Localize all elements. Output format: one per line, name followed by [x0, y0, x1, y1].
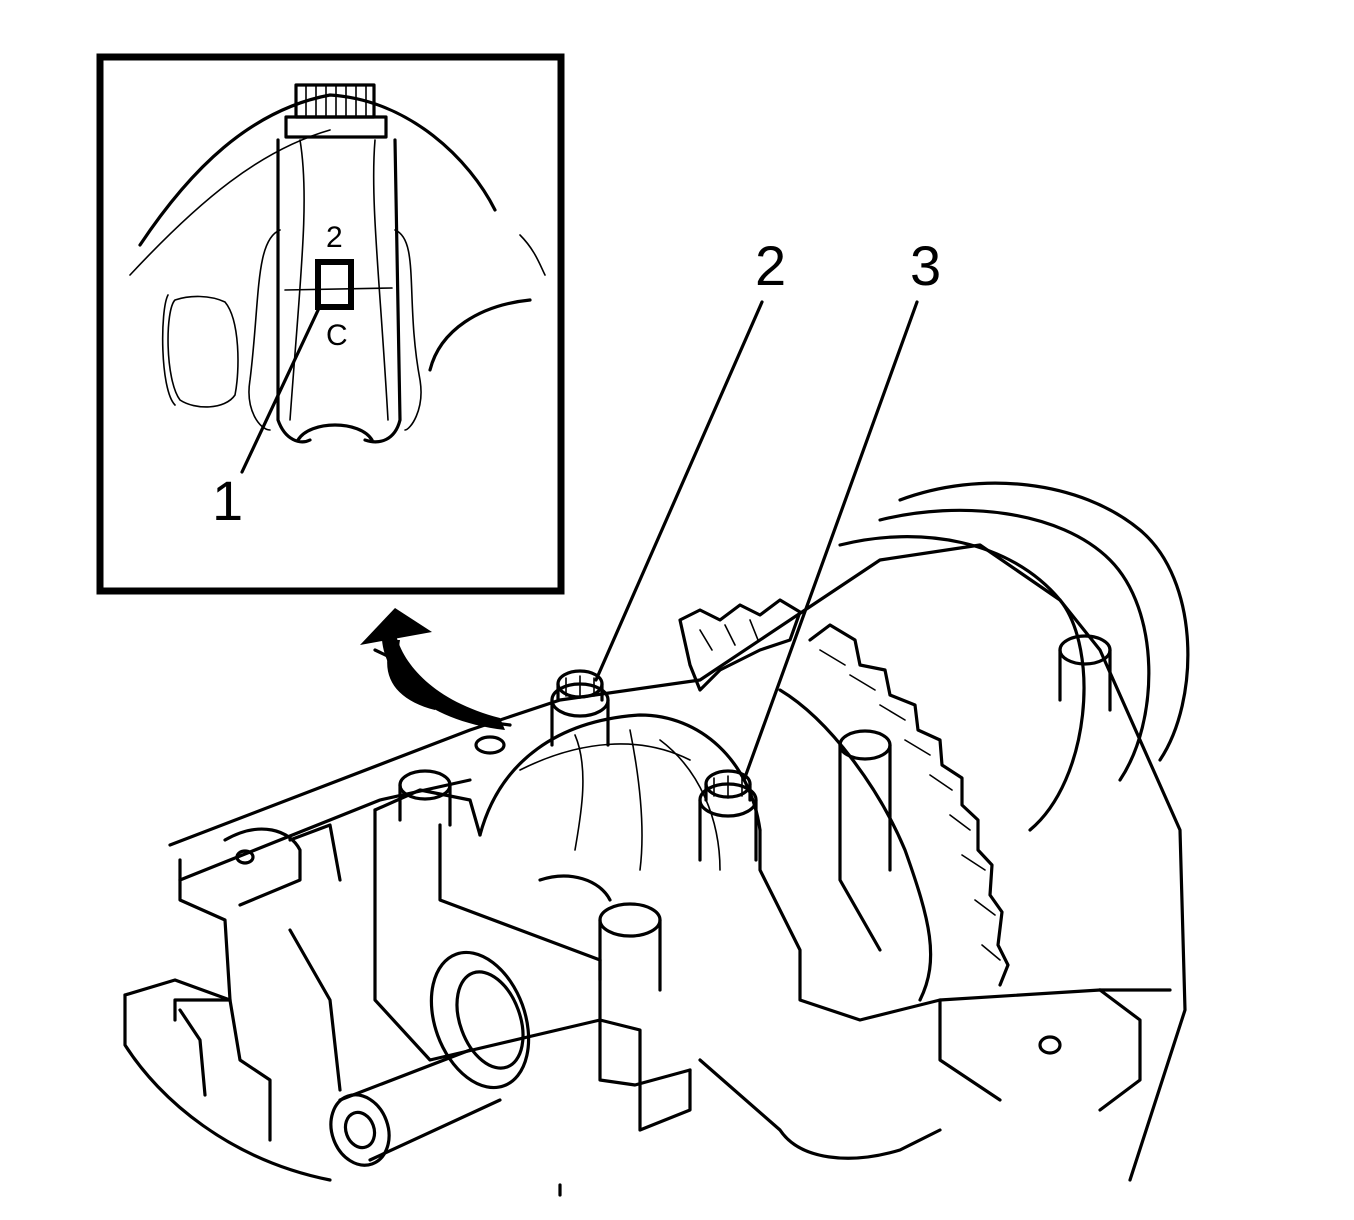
inset-highlight-box — [315, 259, 354, 310]
inset-frame — [96, 53, 565, 595]
callout-group-3: 3 — [742, 234, 941, 782]
callout-3: 3 — [910, 234, 941, 297]
callout-1: 1 — [212, 469, 243, 532]
cap-bosses — [398, 634, 1112, 992]
engine-assembly — [123, 481, 1190, 1197]
cap-bolt-3 — [698, 769, 758, 862]
callout-group-2: 2 — [594, 234, 786, 682]
leader-line-3 — [742, 300, 919, 782]
detail-inset: 2 C 1 — [96, 53, 565, 595]
gear-teeth — [778, 623, 1010, 1002]
inset-mark-lower: C — [326, 319, 348, 352]
inset-rod-drawing: 2 C — [129, 83, 546, 474]
inset-mark-upper: 2 — [326, 221, 343, 254]
callout-2: 2 — [755, 234, 786, 297]
leader-line-2 — [594, 300, 764, 682]
view-arrow — [360, 608, 512, 730]
cap-bolt-2 — [550, 669, 610, 747]
leader-line-1 — [240, 304, 322, 474]
crankshaft-journal — [329, 950, 531, 1167]
